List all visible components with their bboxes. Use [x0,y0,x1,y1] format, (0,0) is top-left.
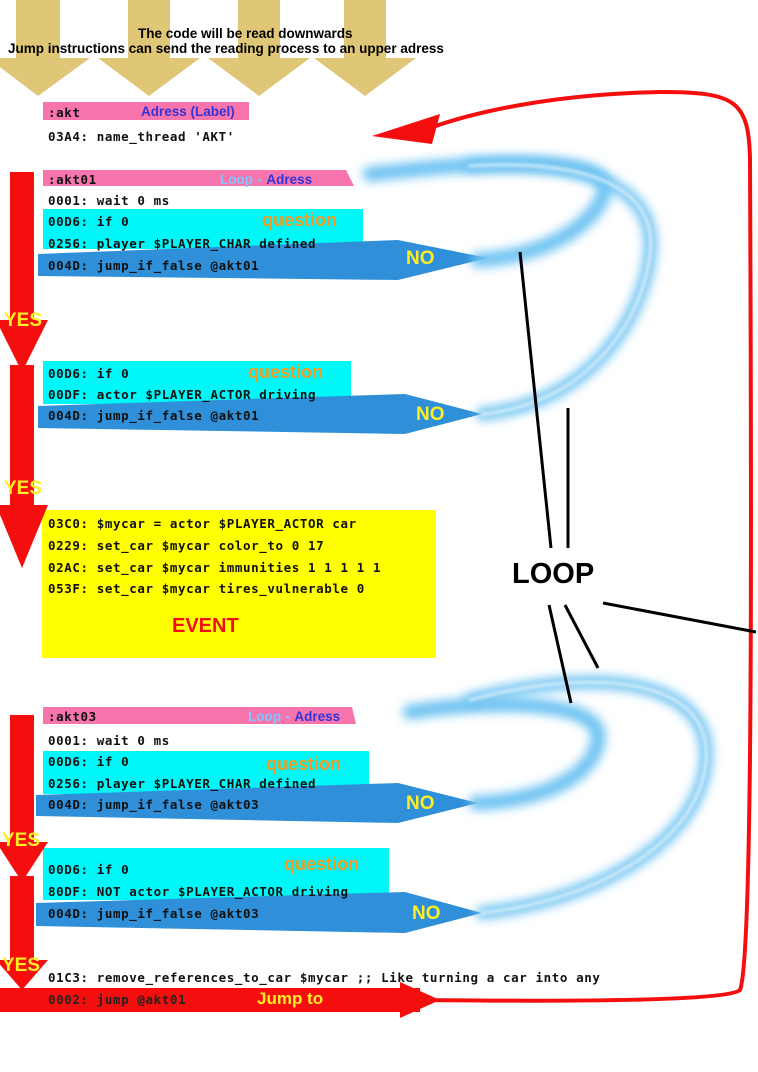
event-code-line: 053F: set_car $mycar tires_vulnerable 0 [48,581,365,596]
no-label: NO [412,903,441,924]
tan-arrow-1 [0,0,90,96]
loop-back-arrows [362,155,713,920]
label-bg-akt03 [43,707,356,724]
code-line: 80DF: NOT actor $PLAYER_ACTOR driving [48,884,349,899]
question-bg-1 [43,209,363,249]
question-label: question [248,362,323,382]
adress-word: Adress [294,709,341,724]
jump-line: 0002: jump @akt01 [48,992,187,1007]
adress-word: Adress [266,172,313,187]
jump-to-label: Jump to [257,989,324,1008]
label-akt: :akt [48,105,81,120]
header-line-1: The code will be read downwards [138,26,353,41]
event-bg [42,510,436,658]
no-label: NO [406,248,435,269]
read-direction-arrows [0,0,416,96]
jump-arrow-head-bottom [400,982,440,1018]
header-line-2: Jump instructions can send the reading p… [8,41,444,56]
no-arrow-3 [36,783,478,823]
code-line: 004D: jump_if_false @akt03 [48,797,260,812]
no-arrows [36,240,488,933]
yes-label: YES [2,830,41,851]
label-akt-caption: Adress (Label) [141,104,235,119]
loop-arrow-upper-b [463,158,658,421]
code-line: 0256: player $PLAYER_CHAR defined [48,236,317,251]
loop-pointer-lines [518,251,757,704]
loop-word: Loop [220,172,253,187]
loop-line-3 [547,604,573,704]
loop-arrow-lower [402,697,606,811]
code-line: 0256: player $PLAYER_CHAR defined [48,776,317,791]
loop-line-1 [518,251,553,549]
no-label: NO [416,404,445,425]
jump-arrow [0,89,753,1018]
tan-arrow-4 [314,0,416,96]
yes-label: YES [4,310,43,331]
label-akt03: :akt03 [48,709,97,724]
yes-arrow-2 [0,365,48,568]
code-line: 00DF: actor $PLAYER_ACTOR driving [48,387,317,402]
question-label: question [262,210,337,230]
code-line: 00D6: if 0 [48,366,130,381]
caption-separator: - [257,172,262,187]
tan-arrow-3 [208,0,310,96]
event-label: EVENT [172,615,239,637]
akt-name-thread-line: 03A4: name_thread 'AKT' [48,129,235,144]
label-bg-akt01 [43,170,354,186]
event-code-line: 02AC: set_car $mycar immunities 1 1 1 1 … [48,560,382,575]
loop-line-4 [563,604,600,669]
yes-label: YES [2,955,41,976]
tan-arrow-2 [98,0,200,96]
code-line: 0001: wait 0 ms [48,733,170,748]
no-arrow-1 [38,240,488,280]
code-line: 004D: jump_if_false @akt01 [48,408,260,423]
label-bg-akt [43,102,249,120]
loop-arrow-lower-core [468,680,708,915]
event-code-line: 0229: set_car $mycar color_to 0 17 [48,538,325,553]
code-line: 004D: jump_if_false @akt03 [48,906,260,921]
yes-label: YES [4,478,43,499]
no-arrow-4 [36,892,482,933]
code-line: 00D6: if 0 [48,754,130,769]
code-line: 004D: jump_if_false @akt01 [48,258,260,273]
no-arrow-2 [38,394,482,434]
yes-arrow-3 [0,715,48,882]
yes-arrow-4 [0,876,48,990]
caption-separator: - [285,709,290,724]
event-code-line: 03C0: $mycar = actor $PLAYER_ACTOR car [48,516,357,531]
jump-arrow-path [419,89,753,1003]
jump-arrow-base [0,988,420,1012]
code-line: 00D6: if 0 [48,862,130,877]
loop-word: Loop [248,709,281,724]
loop-arrow-upper-core [468,163,653,416]
jump-arrow-head [372,114,440,144]
question-bg-2 [43,361,351,404]
remove-references-line: 01C3: remove_references_to_car $mycar ;;… [48,970,601,985]
loop-line-5 [602,601,757,634]
yes-arrow-1 [0,172,48,372]
label-akt03-caption: Loop - Adress [248,708,340,726]
label-akt01-caption: Loop - Adress [220,171,312,189]
question-label: question [284,854,359,874]
question-label: question [266,754,341,774]
no-label: NO [406,793,435,814]
code-line: 00D6: if 0 [48,214,130,229]
yes-arrows [0,172,48,990]
code-line: 0001: wait 0 ms [48,193,170,208]
label-akt01: :akt01 [48,172,97,187]
question-bg-4 [43,848,389,900]
loop-label: LOOP [512,558,595,590]
